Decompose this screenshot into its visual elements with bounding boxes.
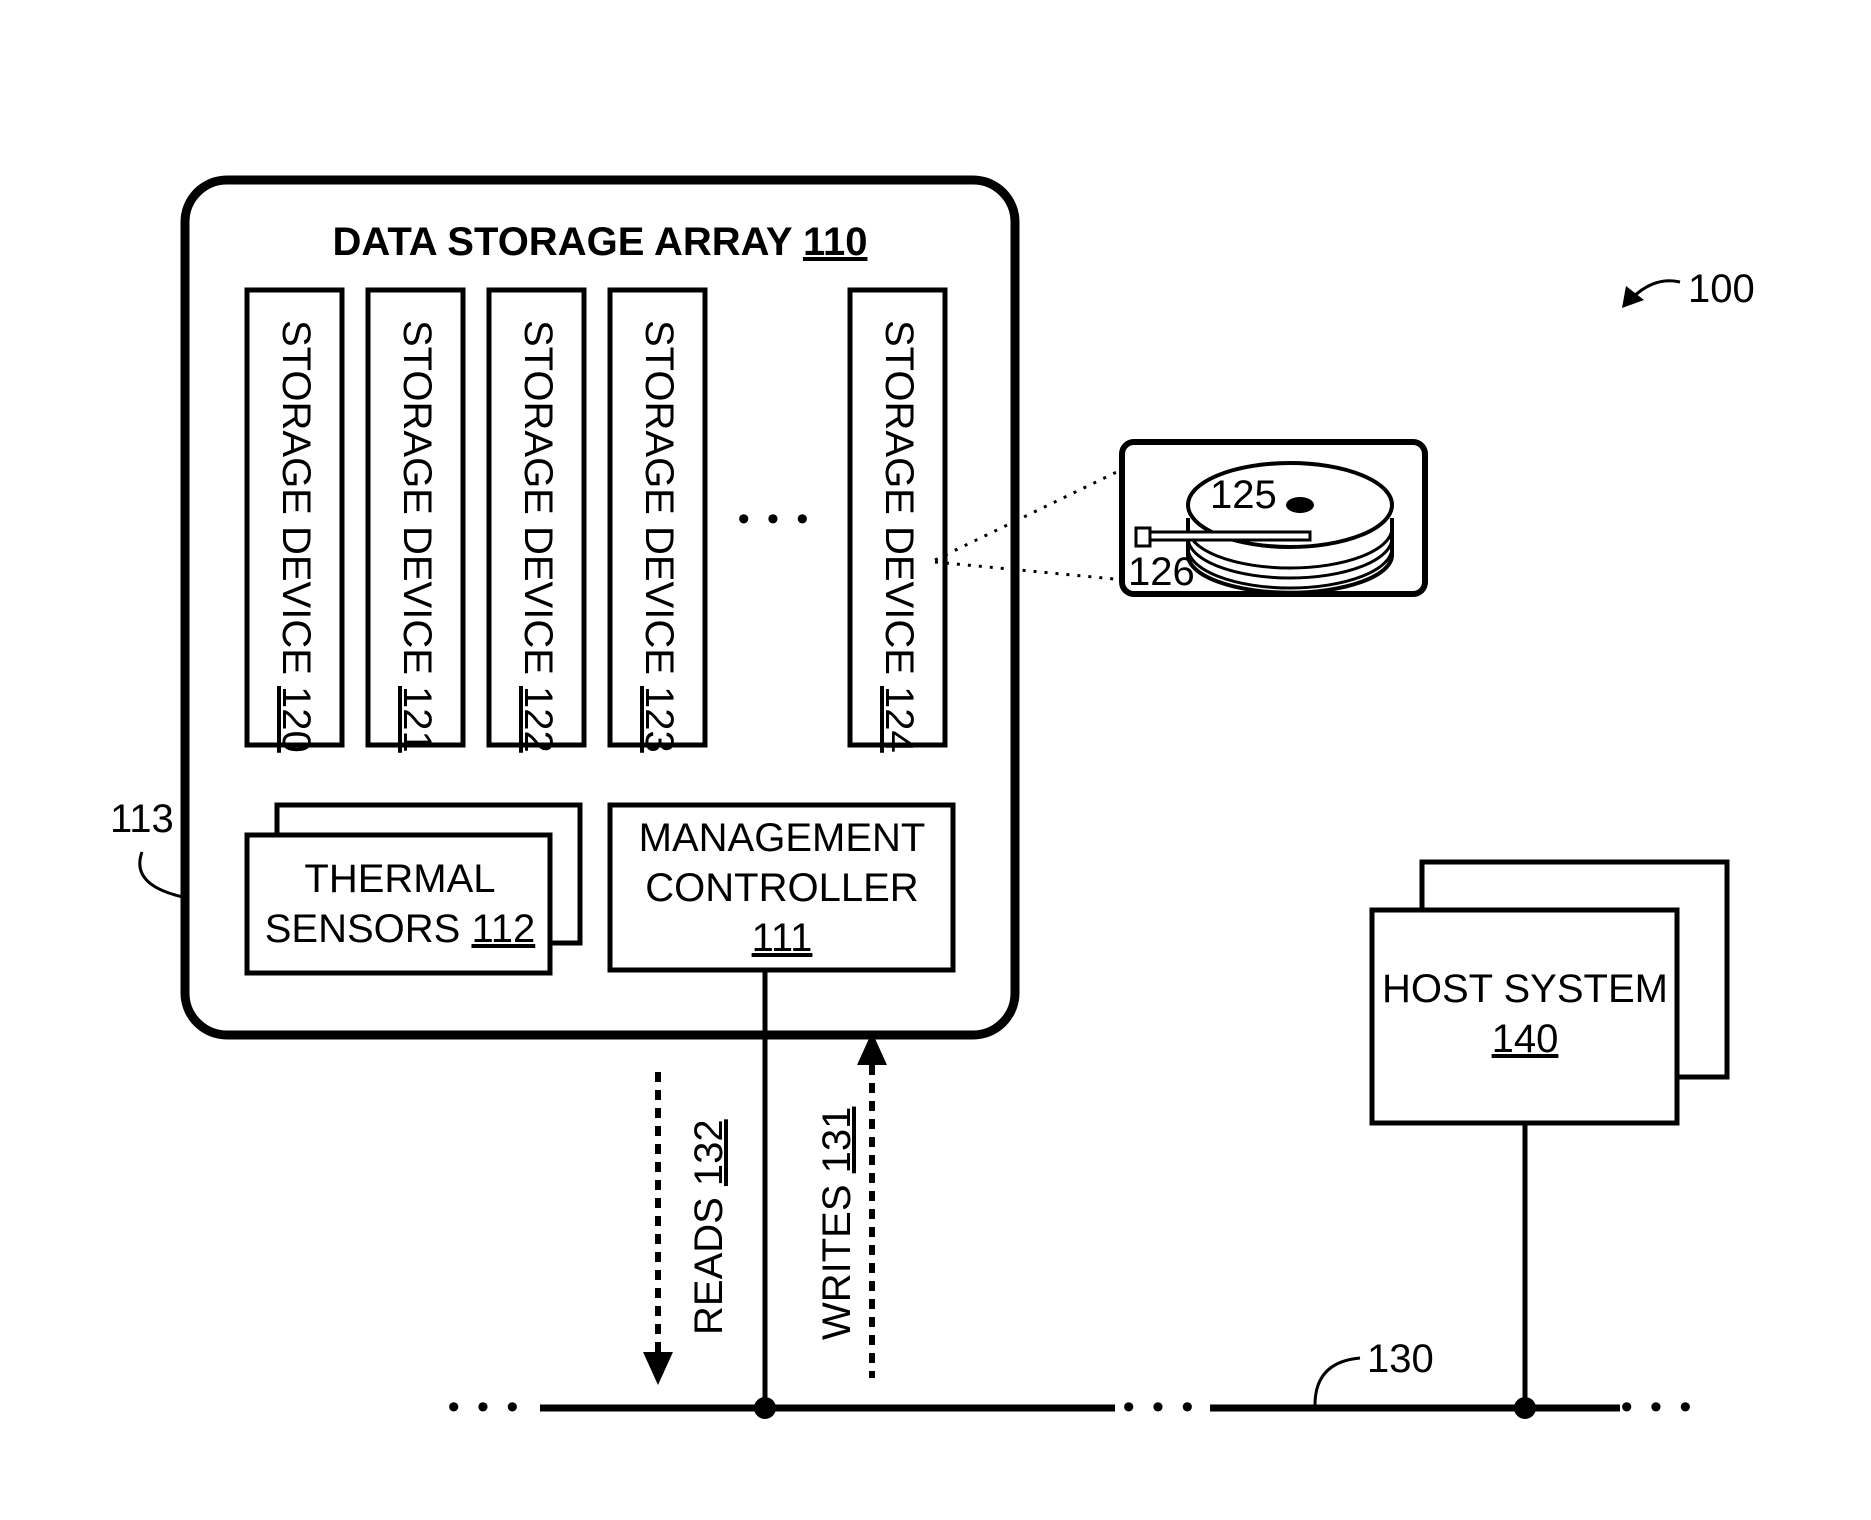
storage-device-label: STORAGE DEVICE 121: [395, 320, 439, 753]
thermal-line2: SENSORS 112: [265, 907, 536, 951]
reads-label: READS 132: [687, 1119, 731, 1335]
figure-ref: 100: [1622, 267, 1755, 311]
array-title: DATA STORAGE ARRAY 110: [333, 220, 868, 264]
mgmt-line2: CONTROLLER: [645, 866, 918, 910]
host-num: 140: [1492, 1017, 1559, 1061]
storage-device-label: STORAGE DEVICE 122: [516, 320, 560, 753]
bus-ellipsis-right: • • •: [1621, 1388, 1696, 1426]
mgmt-line1: MANAGEMENT: [639, 816, 926, 860]
storage-device-121: STORAGE DEVICE 121: [368, 290, 463, 753]
storage-device-label: STORAGE DEVICE 123: [637, 320, 681, 753]
enclosure-ref: 113: [110, 797, 183, 897]
reads-arrow: READS 132: [643, 1072, 731, 1385]
network-ref: 130: [1315, 1337, 1434, 1405]
storage-device-122: STORAGE DEVICE 122: [489, 290, 584, 753]
figure-ref-label: 100: [1688, 267, 1755, 311]
thermal-sensors: THERMAL SENSORS 112: [247, 805, 580, 973]
spindle: [1286, 497, 1314, 513]
storage-device-123: STORAGE DEVICE 123: [610, 290, 705, 753]
bus-junction-controller: [754, 1397, 776, 1419]
bus-ellipsis-middle: • • •: [1123, 1388, 1198, 1426]
bus-ellipsis-left: • • •: [448, 1388, 523, 1426]
storage-device-label: STORAGE DEVICE 124: [877, 320, 921, 753]
enclosure-ref-label: 113: [110, 797, 174, 841]
network-ref-label: 130: [1367, 1337, 1434, 1381]
management-controller: MANAGEMENT CONTROLLER 111: [610, 805, 953, 970]
writes-arrow: WRITES 131: [815, 1032, 887, 1378]
writes-label: WRITES 131: [815, 1107, 859, 1340]
storage-device-124: STORAGE DEVICE 124: [850, 290, 945, 753]
devices-ellipsis: • • •: [738, 500, 813, 538]
network-bus: • • • • • • • • •: [448, 1388, 1696, 1426]
host-line1: HOST SYSTEM: [1382, 967, 1668, 1011]
head-ref: 126: [1128, 550, 1195, 594]
host-system: HOST SYSTEM 140: [1372, 862, 1727, 1123]
storage-device-label: STORAGE DEVICE 120: [274, 320, 318, 753]
mgmt-num: 111: [752, 916, 813, 960]
storage-device-120: STORAGE DEVICE 120: [247, 290, 342, 753]
platter-ref: 125: [1210, 473, 1277, 517]
thermal-line1: THERMAL: [304, 857, 495, 901]
